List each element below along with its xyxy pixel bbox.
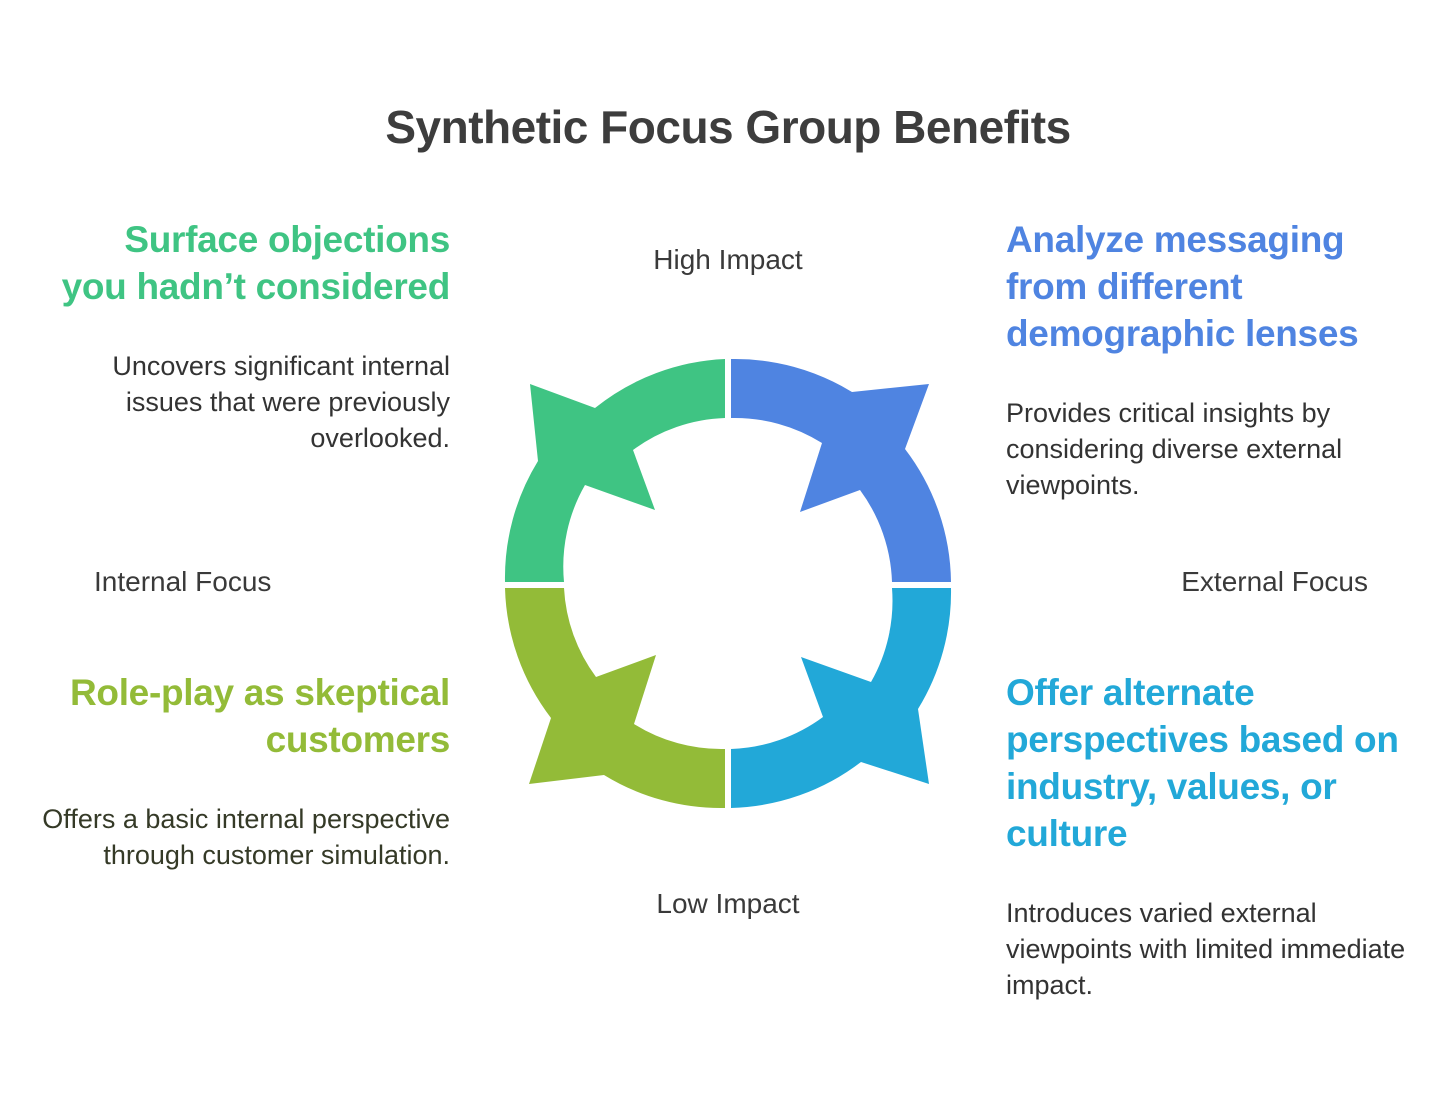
quadrant-description: Offers a basic internal perspective thro… (42, 804, 450, 870)
ring-segment-bottom-left (505, 588, 725, 809)
axis-label-high-impact: High Impact (653, 244, 803, 275)
quadrant-heading: Surface objections you hadn’t considered (61, 219, 451, 307)
axis-label-external-focus: External Focus (1181, 566, 1368, 597)
quadrant-bottom-right: Offer alternate perspectives based on in… (1006, 669, 1426, 1003)
quadrant-top-right: Analyze messaging from different demogra… (1006, 216, 1426, 503)
ring-segment-bottom-right (731, 588, 952, 808)
quadrant-bottom-left: Role-play as skeptical customers Offers … (40, 669, 450, 873)
quadrant-description: Uncovers significant internal issues tha… (112, 351, 450, 453)
axis-label-low-impact: Low Impact (656, 888, 800, 919)
axis-label-internal-focus: Internal Focus (94, 566, 272, 597)
diagram-title: Synthetic Focus Group Benefits (385, 101, 1071, 153)
quadrant-heading: Analyze messaging from different demogra… (1006, 219, 1359, 354)
quadrant-description: Provides critical insights by considerin… (1006, 398, 1343, 500)
quadrant-top-left: Surface objections you hadn’t considered… (60, 216, 451, 456)
ring-segment-top-left (504, 359, 725, 582)
quadrant-heading: Offer alternate perspectives based on in… (1006, 672, 1399, 854)
quadrant-heading: Role-play as skeptical customers (69, 672, 450, 760)
quadrant-description: Introduces varied external viewpoints wi… (1006, 898, 1406, 1000)
ring-segment-top-right (731, 358, 951, 582)
